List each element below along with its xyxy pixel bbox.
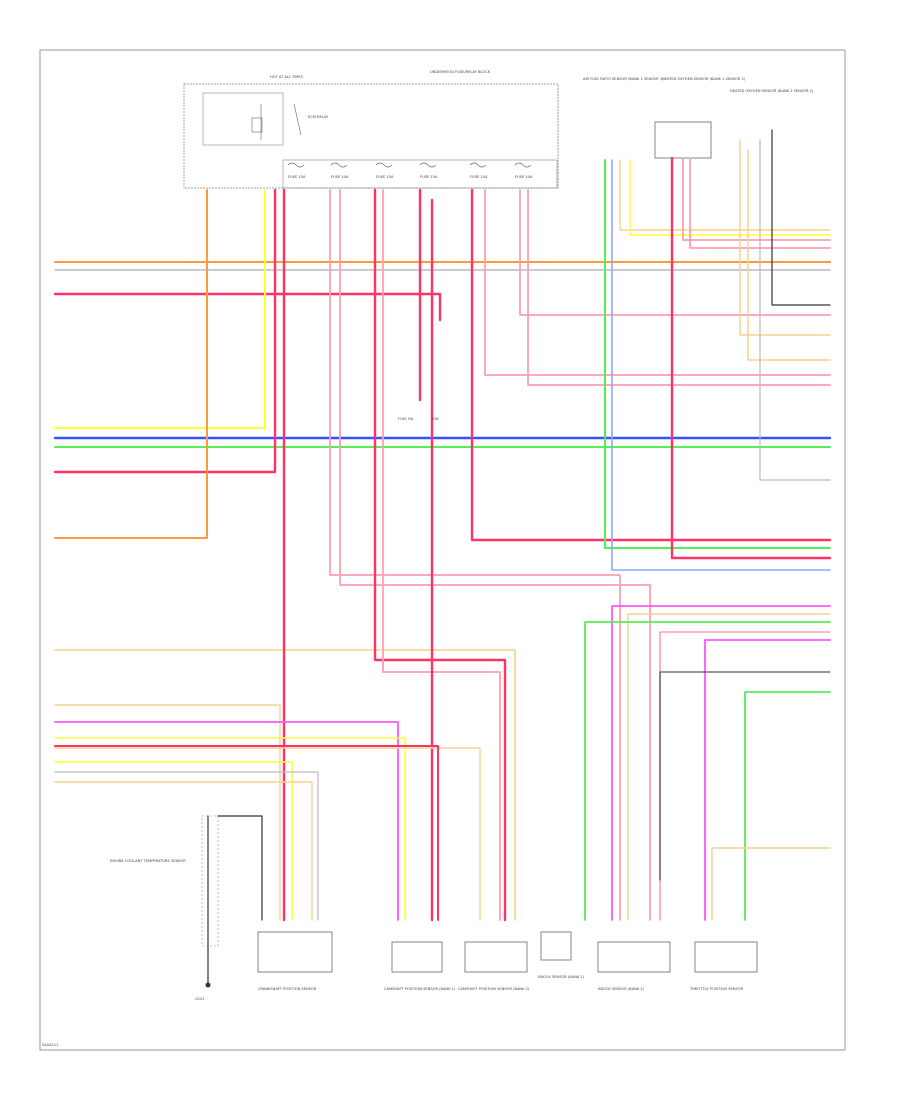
right-sensor-1-label: AIR FUEL RATIO SENSOR (BANK 1 SENSOR 1) (583, 77, 664, 81)
wire-tan-32 (54, 704, 281, 921)
fuse-5-label: FUSE 10A (470, 175, 488, 179)
fuse-1: FUSE 15A (287, 162, 306, 179)
wire-violet-44 (704, 639, 831, 921)
wire-pink-12 (339, 189, 651, 921)
fuse-6: FUSE 10A (514, 162, 533, 179)
right-sensor-2-box (654, 121, 712, 159)
wire-tan-39 (54, 781, 313, 921)
wire-tan-35 (54, 747, 481, 921)
right-sensor-2-label: HEATED OXYGEN SENSOR (BANK 1 SENSOR 2) (662, 77, 746, 81)
cam-sensor-bank1: CAMSHAFT POSITION SENSOR (BANK 1) (384, 941, 456, 991)
wire-green-46 (744, 691, 831, 921)
crank-sensor: CRANKSHAFT POSITION SENSOR (257, 931, 333, 991)
wire-gray-30 (759, 139, 831, 481)
knock-sensor-bank1-label: KNOCK SENSOR (BANK 1) (538, 975, 585, 979)
fuse-4: FUSE 15A (419, 162, 438, 179)
wire-pink-14 (382, 189, 501, 921)
page-frame (39, 49, 846, 1051)
wire-tan-47 (711, 847, 831, 921)
throttle-position-sensor: THROTTLE POSITION SENSOR (689, 941, 758, 991)
fuse-relay-box: HOT AT ALL TIMES UNDERHOOD FUSE/RELAY BL… (183, 70, 559, 189)
knock-sensor-bank2-label: KNOCK SENSOR (BANK 2) (598, 987, 645, 991)
wire-pink-27 (689, 157, 831, 249)
wire-tan-41 (627, 613, 831, 921)
inline-connector: FUEL INJ IGN (398, 417, 439, 421)
wire-tan-29 (747, 149, 831, 361)
wire-gray-38 (54, 771, 319, 921)
wire-tan-23 (619, 159, 831, 231)
relay-label: ECM RELAY (308, 115, 329, 119)
inline-left-label: FUEL INJ (398, 417, 413, 421)
wire-yellow-34 (54, 737, 406, 921)
wire-red-7 (53, 188, 277, 474)
wire-pink-11 (329, 189, 621, 921)
fuse-3: FUSE 15A (375, 162, 394, 179)
wire-dark-45 (659, 671, 831, 881)
fuse-1-label: FUSE 15A (288, 175, 306, 179)
crank-sensor-label: CRANKSHAFT POSITION SENSOR (258, 987, 317, 991)
wire-yellow-24 (629, 159, 831, 236)
wire-red-36 (54, 745, 439, 921)
wire-tan-9 (54, 649, 516, 921)
wire-dark-49 (217, 815, 263, 921)
fuse-2-label: FUSE 10A (331, 175, 349, 179)
inline-right-label: IGN (432, 417, 439, 421)
module-label: UNDERHOOD FUSE/RELAY BLOCK (430, 70, 491, 74)
wire-pink-18 (484, 189, 831, 376)
wire-red-13 (373, 188, 507, 922)
ground-label: G101 (195, 997, 205, 1001)
cam-sensor-bank2-label: CAMSHAFT POSITION SENSOR (BANK 2) (458, 987, 530, 991)
wire-tan-28 (739, 139, 831, 336)
fuse-6-label: FUSE 10A (515, 175, 533, 179)
wire-pink-26 (682, 157, 831, 241)
wire-red-3 (53, 292, 442, 322)
wires (53, 129, 832, 983)
wire-orange-8 (54, 189, 208, 539)
wire-violet-40 (611, 605, 831, 921)
wire-pink-19 (519, 189, 831, 316)
knock-sensor-bank2: KNOCK SENSOR (BANK 2) (597, 941, 671, 991)
diagram-id: SA0A211 (42, 1043, 58, 1047)
wire-pink-20 (527, 189, 831, 386)
fuse-4-label: FUSE 15A (420, 175, 438, 179)
cam-sensor-bank2: CAMSHAFT POSITION SENSOR (BANK 2) (458, 941, 530, 991)
fuse-box-label: HOT AT ALL TIMES (270, 75, 304, 79)
knock-sensor-bank1: KNOCK SENSOR (BANK 1) (538, 931, 585, 979)
wire-red-17 (470, 188, 832, 542)
cam-sensor-bank1-label: CAMSHAFT POSITION SENSOR (BANK 1) (384, 987, 456, 991)
fuse-5: FUSE 10A (469, 162, 488, 179)
fuse-2: FUSE 10A (330, 162, 349, 179)
wire-yellow-4 (54, 189, 266, 429)
wire-violet-33 (54, 721, 399, 921)
wire-yellow-37 (54, 761, 293, 921)
wire-dark-31 (771, 129, 831, 306)
coolant-temp-sensor: ENGINE COOLANT TEMPERATURE SENSOR G101 (110, 815, 219, 1001)
right-sensor-3-label: HEATED OXYGEN SENSOR (BANK 2 SENSOR 2) (730, 89, 814, 93)
coolant-temp-sensor-label: ENGINE COOLANT TEMPERATURE SENSOR (110, 859, 186, 863)
wire-red-25 (670, 156, 832, 560)
fuse-3-label: FUSE 15A (376, 175, 394, 179)
right-sensor-group: AIR FUEL RATIO SENSOR (BANK 1 SENSOR 1) … (583, 77, 814, 159)
wire-green-21 (604, 159, 831, 549)
bottom-components: ENGINE COOLANT TEMPERATURE SENSOR G101 C… (110, 815, 758, 1001)
throttle-position-sensor-label: THROTTLE POSITION SENSOR (689, 987, 744, 991)
wire-lightblue-22 (611, 159, 831, 571)
wire-green-42 (584, 621, 831, 921)
